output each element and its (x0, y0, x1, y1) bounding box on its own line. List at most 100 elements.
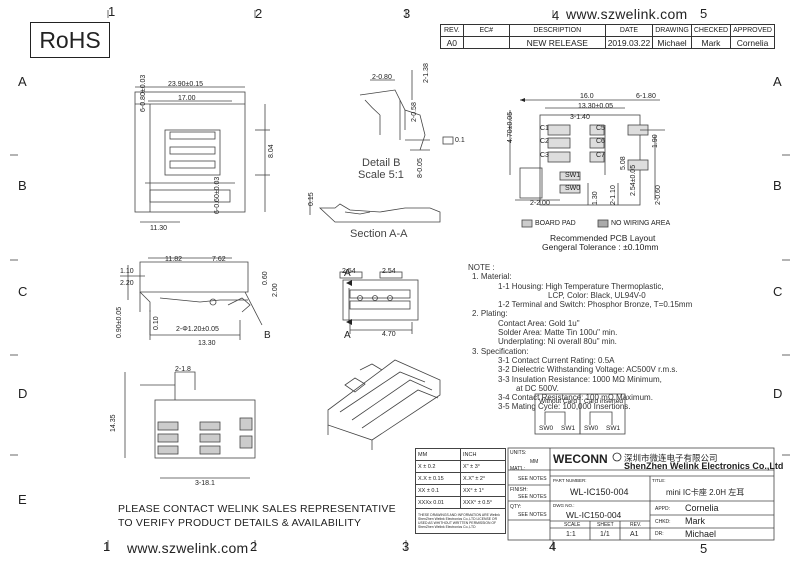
section-aa-title: Section A-A (350, 228, 408, 240)
tb-sheet: 1/1 (600, 531, 610, 538)
pcb-tolerance: Gengeral Tolerance : ±0.10mm (542, 242, 659, 252)
pcb-dim-5: 2.54±0.05 (630, 164, 637, 196)
detail-callout-b: B (264, 330, 271, 341)
pcb-pad-c1: C1 (540, 125, 549, 132)
pcb-dim-2: 2-2.00 (530, 200, 550, 207)
switch-b-sw1: SW1 (606, 425, 621, 432)
tb-finish-value: SEE NOTES (518, 494, 547, 500)
notes-block: NOTE : 1. Material: 1-1 Housing: High Te… (468, 263, 692, 412)
tb-sheet-label: SHEET (597, 522, 614, 528)
contact-note: PLEASE CONTACT WELINK SALES REPRESENTATI… (118, 502, 396, 530)
contact-note-line-1: PLEASE CONTACT WELINK SALES REPRESENTATI… (118, 503, 396, 515)
tb-units-label: UNITS: (510, 450, 527, 456)
dim-side-10: 13.30 (198, 340, 216, 347)
pcb-pad-c5: C5 (596, 125, 605, 132)
zone-col-5-bottom: 5 (700, 541, 708, 556)
note-line: 1. Material: (472, 272, 512, 282)
tb-chkd: Mark (685, 516, 705, 526)
dim-section-thickness: 0.15 (308, 192, 315, 206)
pcb-dim-4: 2-1.10 (610, 185, 617, 205)
tb-appd: Cornelia (685, 503, 719, 513)
weconn-logo-mark (612, 452, 622, 462)
pcb-pad-sw1: SW1 (565, 172, 581, 179)
rev-drawing-value: Michael (652, 36, 692, 49)
legend-no-wiring: NO WIRING AREA (611, 220, 671, 227)
rev-header-checked: CHECKED (690, 24, 732, 37)
pcb-dim-pads: 6-1.80 (636, 93, 656, 100)
tolerance-row: THESE DRAWINGS AND INFORMATION ARE Welin… (415, 508, 506, 534)
dim-side-2: 7.62 (212, 256, 226, 263)
zone-row-e-left: E (18, 492, 27, 507)
dim-front-2: 2.54 (382, 268, 396, 275)
zone-row-a-right: A (773, 74, 782, 89)
zone-row-c-left: C (18, 284, 28, 299)
switch-a-sw0: SW0 (539, 425, 554, 432)
note-line: at DC 500V. (516, 383, 559, 393)
dim-top-inner: 17.00 (178, 95, 196, 102)
detail-b-title: Detail B (362, 157, 401, 169)
section-marker-a-bottom: A (344, 330, 351, 341)
note-line: 3-1 Contact Current Rating: 0.5A (498, 355, 615, 365)
revision-table: REV. EC# DESCRIPTION DATE DRAWING CHECKE… (440, 24, 775, 49)
pcb-dim-span: 13.30±0.05 (578, 103, 613, 110)
dim-detail-b-2: 2-1.38 (423, 63, 430, 83)
dim-top-bottom: 11.30 (150, 225, 167, 232)
rev-header-date: DATE (604, 24, 654, 37)
zone-col-3-bottom: 3 (402, 539, 410, 554)
zone-col-4-bottom: 4 (549, 539, 557, 554)
revision-table-header: REV. EC# DESCRIPTION DATE DRAWING CHECKE… (440, 24, 775, 37)
note-line: 1-2 Terminal and Switch: Phosphor Bronze… (498, 300, 693, 310)
dim-top-width: 23.90±0.15 (168, 81, 203, 88)
tb-dr-label: DR: (655, 531, 664, 537)
legend-board-pad: BOARD PAD (535, 220, 576, 227)
zone-col-4-top: 4 (552, 8, 560, 23)
tol-cell: X.X ± 0.15 (415, 472, 461, 485)
tol-cell: MM (415, 448, 461, 461)
rev-ec-value (462, 36, 510, 49)
note-line: 3-5 Mating Cycle: 100,000 Insertions. (498, 402, 631, 412)
dim-bottom-1: 2-1.8 (175, 366, 191, 373)
tb-dr: Michael (685, 529, 717, 539)
dim-front-3: 4.70 (382, 331, 396, 338)
note-line: 2. Plating: (472, 309, 508, 319)
rev-header-ec: EC# (462, 24, 510, 37)
pcb-dim-7: 2-0.60 (655, 185, 662, 205)
zone-row-c-right: C (773, 284, 783, 299)
pcb-pad-c7: C7 (596, 152, 605, 159)
zone-row-b-left: B (18, 178, 27, 193)
tb-units-value: MM (530, 459, 539, 465)
tb-part-number-label: PART NUMBER: (553, 478, 587, 483)
contact-note-line-2: TO VERIFY PRODUCT DETAILS & AVAILABILITY (118, 517, 362, 529)
zone-col-1-top: 1 (108, 4, 116, 19)
dim-detail-b-3: 2-0.58 (411, 102, 418, 122)
rev-header-description: DESCRIPTION (508, 24, 606, 37)
note-line: NOTE : (468, 263, 495, 272)
revision-table-row: A0 NEW RELEASE 2019.03.22 Michael Mark C… (440, 36, 775, 49)
note-line: Contact Area: Gold 1u" (498, 318, 580, 328)
tol-cell: XXXx 0.01 (415, 496, 461, 509)
rev-description-value: NEW RELEASE (508, 36, 606, 49)
rev-value: A0 (440, 36, 464, 49)
zone-row-d-right: D (773, 386, 783, 401)
dim-side-3: 1.10 (120, 268, 134, 275)
tb-dwg-no: WL-IC150-004 (566, 510, 622, 520)
dim-side-1: 11.82 (165, 256, 182, 263)
dim-bottom-3: 3-18.1 (195, 480, 215, 487)
tb-title-label: TITLE: (652, 478, 666, 483)
zone-row-b-right: B (773, 178, 782, 193)
note-line: 3-2 Dielectric Withstanding Voltage: AC5… (498, 365, 678, 375)
zone-row-d-left: D (18, 386, 28, 401)
switch-b-sw0: SW0 (584, 425, 599, 432)
note-line: LCP, Color: Black, UL94V-0 (548, 290, 646, 300)
tolerance-disclaimer: THESE DRAWINGS AND INFORMATION ARE Welin… (415, 508, 506, 534)
dim-detail-b-5: 0.1 (455, 137, 465, 144)
note-line: Underplating: Ni overall 80u" min. (498, 337, 617, 347)
pcb-dim-3: 1.30 (592, 191, 599, 205)
dim-bottom-2: 14.35 (110, 414, 117, 432)
zone-col-1-bottom: 1 (103, 539, 111, 554)
tb-part-number: WL-IC150-004 (570, 487, 629, 497)
